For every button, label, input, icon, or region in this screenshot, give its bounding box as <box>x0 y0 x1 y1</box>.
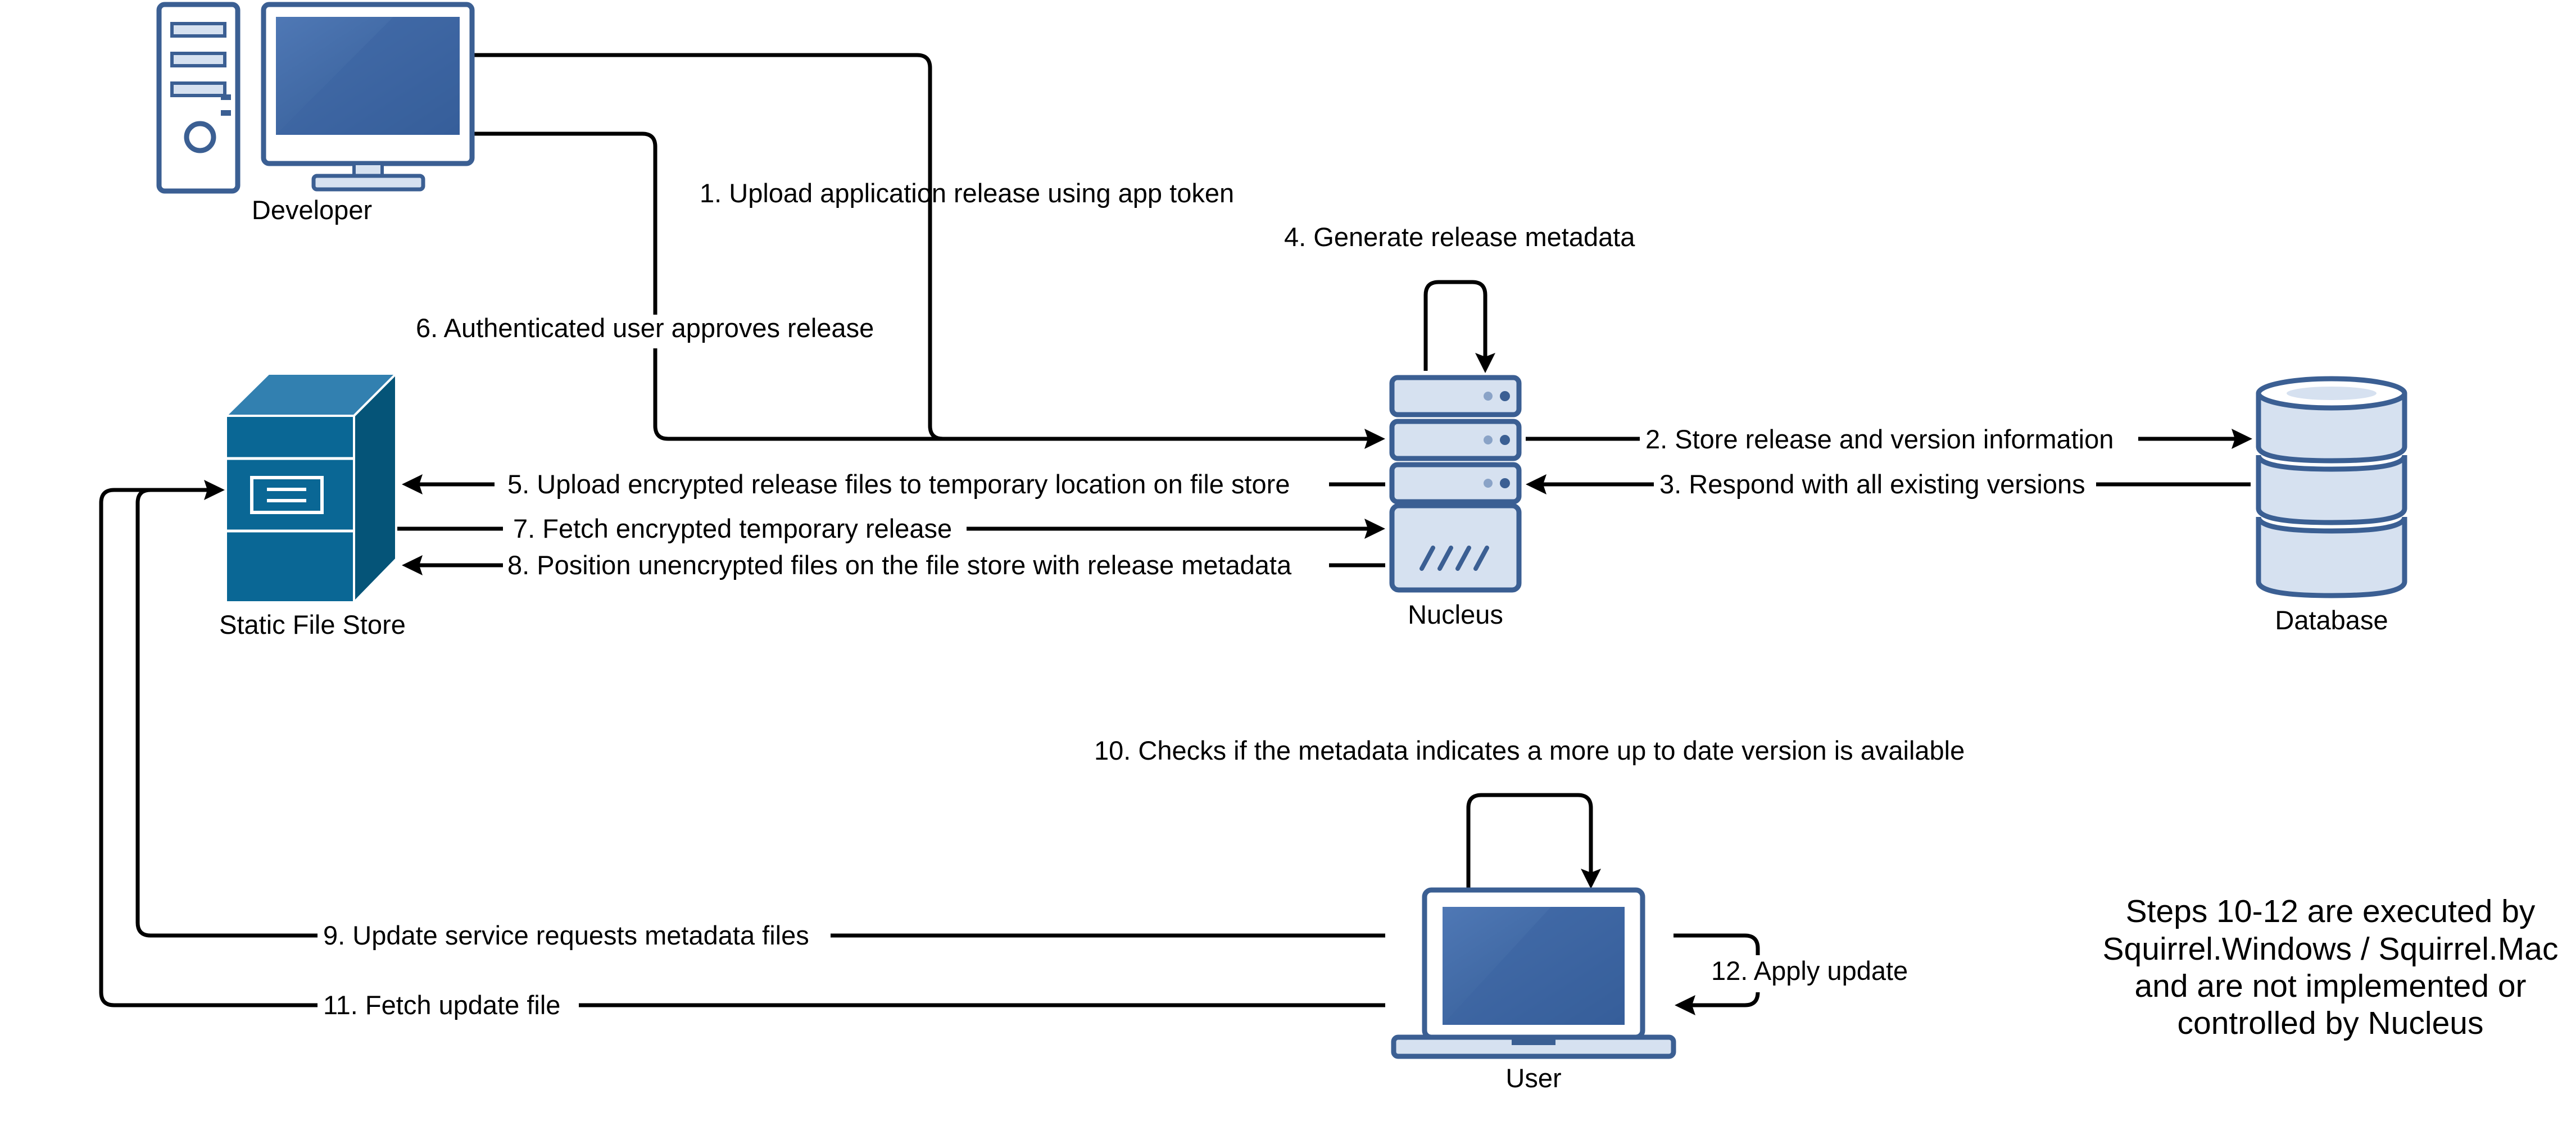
step-1-arrow <box>474 53 1371 441</box>
user-label: User <box>1505 1063 1561 1093</box>
file-store-node: Static File Store <box>219 371 406 639</box>
step-2-arrowhead <box>2232 429 2252 449</box>
step-9-label: 9. Update service requests metadata file… <box>323 920 809 950</box>
step-5-arrowhead <box>402 474 423 494</box>
step-7-label: 7. Fetch encrypted temporary release <box>513 514 952 543</box>
note-line-1: Steps 10-12 are executed by <box>2126 893 2536 929</box>
step-6-arrow <box>474 131 944 441</box>
step-5-label: 5. Upload encrypted release files to tem… <box>507 469 1290 499</box>
step-4-arrowhead <box>1475 353 1495 373</box>
step-4-loop <box>1423 280 1487 371</box>
step-8-label: 8. Position unencrypted files on the fil… <box>507 550 1292 580</box>
step-1-arrowhead <box>1364 429 1385 449</box>
step-11-label: 11. Fetch update file <box>323 990 560 1020</box>
step-11-arrow <box>99 488 1385 1007</box>
step-1-label: 1. Upload application release using app … <box>700 178 1234 208</box>
step-10-label: 10. Checks if the metadata indicates a m… <box>1094 735 1965 765</box>
step-8-arrowhead <box>402 555 423 575</box>
note-line-4: controlled by Nucleus <box>2178 1005 2484 1041</box>
note-line-2: Squirrel.Windows / Squirrel.Mac <box>2103 931 2559 967</box>
step-3-label: 3. Respond with all existing versions <box>1659 469 2085 499</box>
step-7-arrowhead <box>1364 519 1385 539</box>
file-store-icon <box>223 371 399 605</box>
database-node: Database <box>2256 376 2407 635</box>
squirrel-note: Steps 10-12 are executed by Squirrel.Win… <box>2103 893 2559 1041</box>
user-laptop-icon <box>1391 887 1676 1059</box>
nucleus-server-icon <box>1389 375 1522 593</box>
developer-monitor-icon <box>261 2 475 192</box>
step-12-label: 12. Apply update <box>1711 956 1908 986</box>
step-6-label: 6. Authenticated user approves release <box>416 313 874 343</box>
step-3-arrowhead <box>1526 474 1546 494</box>
nucleus-label: Nucleus <box>1408 600 1503 629</box>
connectors <box>99 53 2252 1015</box>
developer-node: Developer <box>156 2 475 225</box>
developer-label: Developer <box>252 195 372 225</box>
step-labels: 1. Upload application release using app … <box>323 178 2114 1020</box>
step-10-loop <box>1466 793 1593 889</box>
step-4-label: 4. Generate release metadata <box>1284 222 1635 252</box>
note-line-3: and are not implemented or <box>2134 968 2526 1004</box>
user-node: User <box>1391 887 1676 1093</box>
developer-tower-icon <box>156 2 241 194</box>
file-store-label: Static File Store <box>219 610 406 639</box>
database-icon <box>2256 376 2407 598</box>
step-2-label: 2. Store release and version information <box>1645 424 2114 454</box>
nucleus-node: Nucleus <box>1389 375 1522 629</box>
step-12-arrowhead <box>1675 995 1695 1015</box>
step-9-11-arrowhead <box>204 480 225 500</box>
step-10-arrowhead <box>1581 869 1601 889</box>
database-label: Database <box>2275 605 2388 635</box>
